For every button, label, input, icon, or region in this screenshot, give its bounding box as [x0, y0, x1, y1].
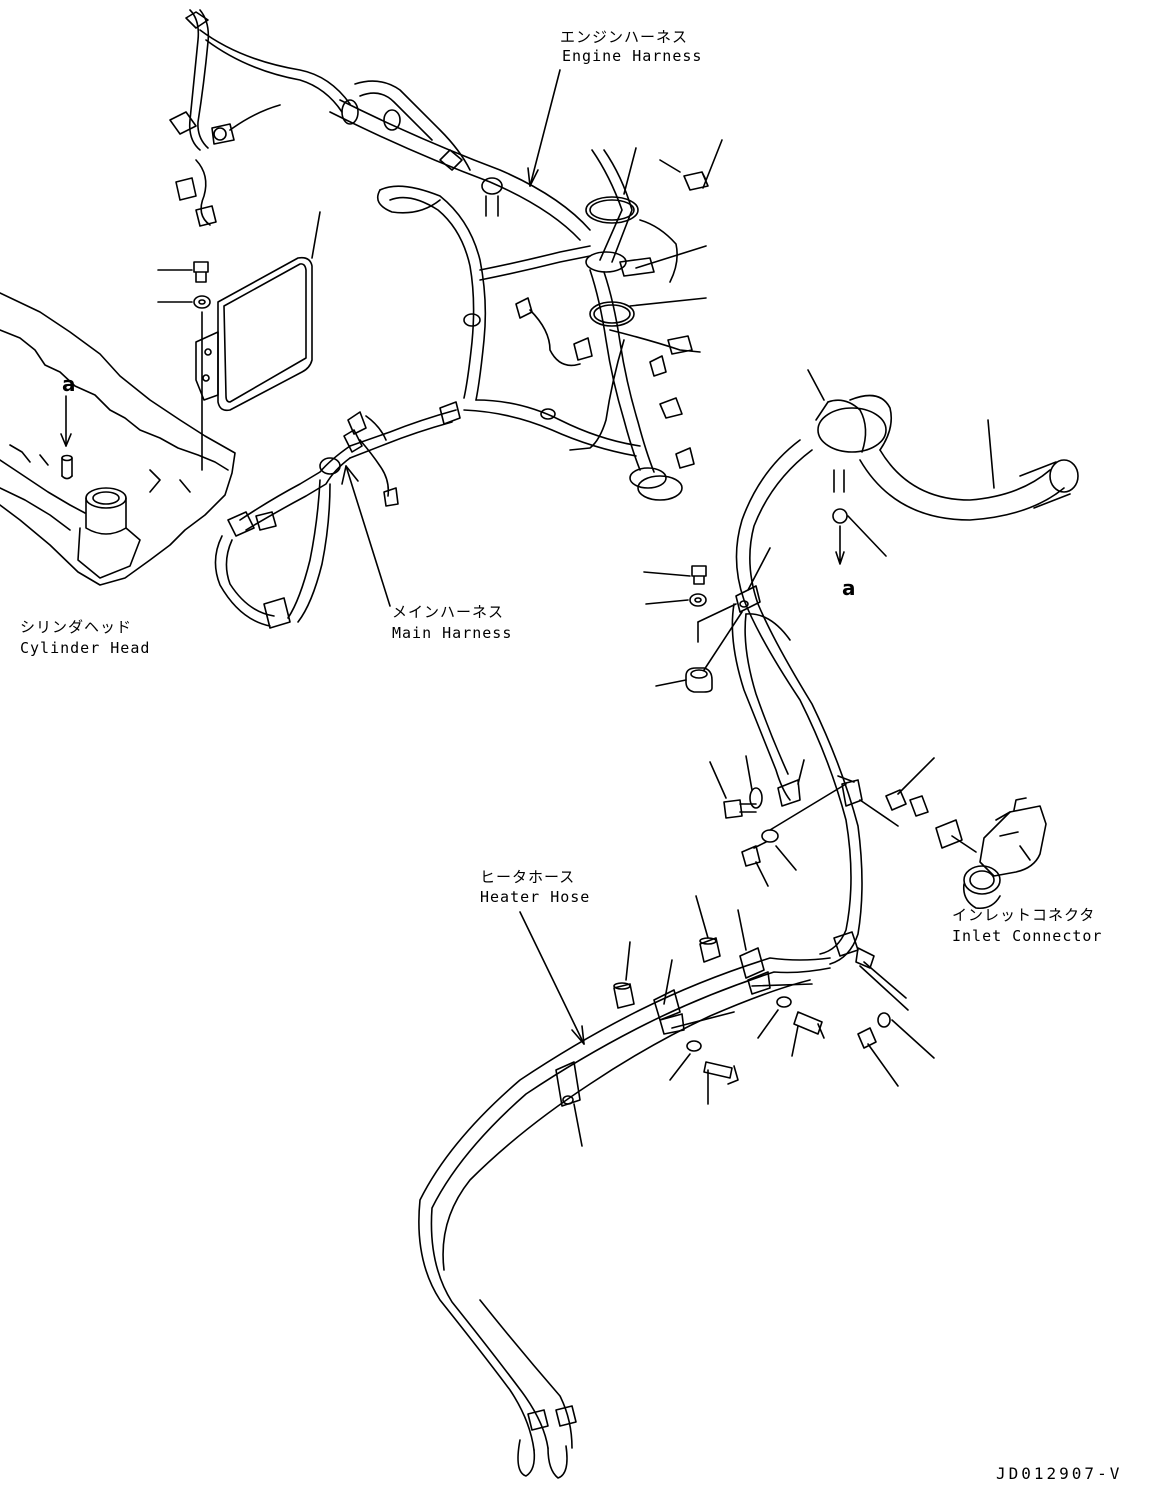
controller [157, 211, 321, 471]
drawing-code: JD012907-V [996, 1464, 1123, 1483]
inlet-connector-label-jp: インレットコネクタ [952, 906, 1096, 924]
main-harness-label-en: Main Harness [392, 624, 513, 642]
main-harness-label-jp: メインハーネス [392, 603, 505, 621]
arrow-a-left [60, 395, 72, 447]
hose-clamps [555, 547, 1047, 1147]
heater-hose-path [418, 439, 863, 1479]
engine-harness [169, 9, 723, 501]
water-pipe [807, 369, 1079, 565]
engine-harness-label-en: Engine Harness [562, 47, 703, 65]
reference-letter-a-right: a [842, 576, 856, 600]
heater-hose-label-jp: ヒータホース [480, 868, 576, 886]
cylinder-head-label-jp: シリンダヘッド [20, 618, 133, 636]
cylinder-head [0, 292, 236, 586]
inlet-connector-label-en: Inlet Connector [952, 927, 1103, 945]
heater-hose-label-en: Heater Hose [480, 888, 591, 906]
heater-hose-leader [519, 911, 585, 1045]
engine-harness-label-jp: エンジンハーネス [560, 28, 689, 46]
main-harness [214, 411, 399, 629]
reference-letter-a-left: a [62, 372, 76, 396]
cylinder-head-label-en: Cylinder Head [20, 639, 151, 657]
engine-harness-leader [527, 69, 561, 187]
